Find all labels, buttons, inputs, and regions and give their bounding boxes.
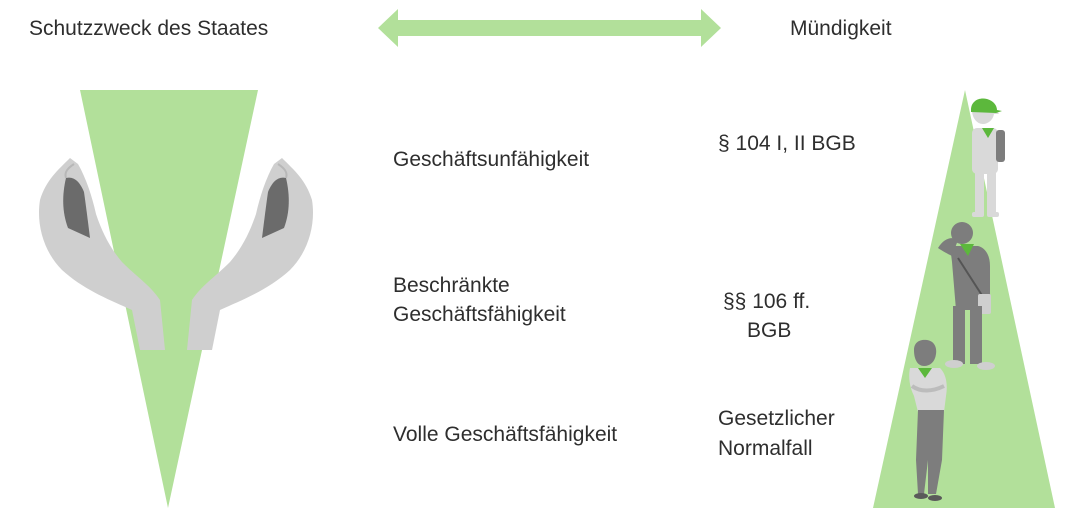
maturity-label: Mündigkeit <box>790 17 892 40</box>
teen-figure-icon <box>938 222 995 370</box>
adult-figure-icon <box>909 339 947 501</box>
level-limited-law-line1: §§ 106 ff. <box>723 290 811 313</box>
child-figure-icon <box>971 98 1005 217</box>
level-limited-label-line1: Beschränkte <box>393 274 510 297</box>
protective-hands-icon <box>38 158 314 350</box>
state-protection-label: Schutzzweck des Staates <box>29 17 269 40</box>
level-full-law-line2: Normalfall <box>718 437 813 460</box>
level-limited-law-line2: BGB <box>747 319 792 342</box>
level-incapacity-law: § 104 I, II BGB <box>718 132 856 155</box>
level-incapacity-label: Geschäftsunfähigkeit <box>393 148 590 171</box>
protection-funnel <box>80 90 258 508</box>
level-limited-label-line2: Geschäftsfähigkeit <box>393 303 566 326</box>
level-full-label: Volle Geschäftsfähigkeit <box>393 423 618 446</box>
double-arrow-icon <box>378 9 721 47</box>
level-full-law-line1: Gesetzlicher <box>718 407 835 430</box>
